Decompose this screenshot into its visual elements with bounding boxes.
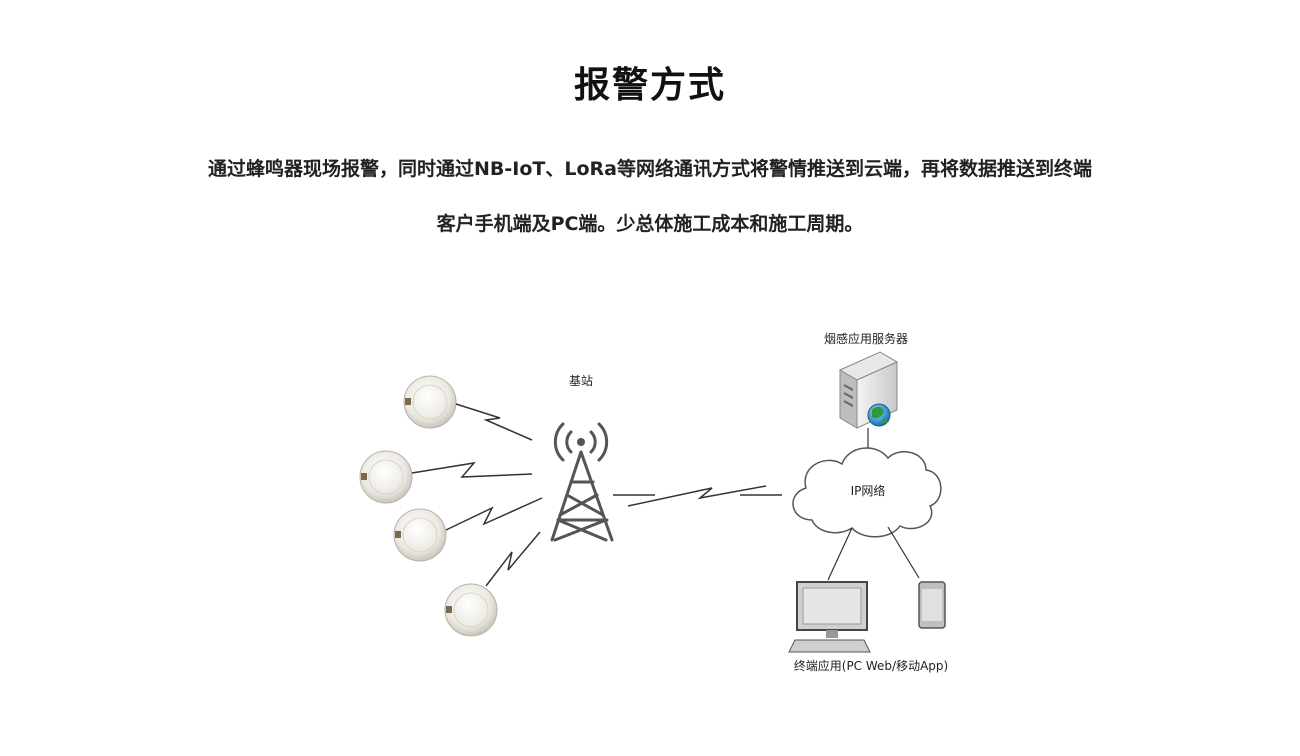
wireless-link-backhaul — [613, 485, 782, 507]
pc-link — [827, 527, 853, 581]
server-icon — [838, 351, 899, 429]
description-line-1: 通过蜂鸣器现场报警，同时通过NB-IoT、LoRa等网络通讯方式将警情推送到云端… — [208, 158, 1092, 180]
terminal-label: 终端应用(PC Web/移动App) — [794, 658, 948, 673]
page-title: 报警方式 — [573, 65, 726, 106]
pc-monitor-icon — [788, 581, 871, 653]
ip-network-cloud — [792, 447, 942, 538]
mobile-link — [887, 526, 920, 579]
smoke-detector-2 — [359, 450, 413, 504]
wireless-links-detectors — [411, 403, 543, 587]
server-label: 烟感应用服务器 — [824, 331, 908, 346]
smoke-detector-1 — [403, 375, 457, 429]
base-station-tower-icon — [550, 422, 614, 542]
description-line-2: 客户手机端及PC端。少总体施工成本和施工周期。 — [436, 213, 864, 235]
mobile-phone-icon — [918, 581, 946, 629]
globe-icon — [867, 403, 891, 427]
smoke-detector-3 — [393, 508, 447, 562]
base-station-label: 基站 — [569, 374, 593, 388]
smoke-detector-4 — [444, 583, 498, 637]
ip-network-label: IP网络 — [851, 483, 886, 498]
